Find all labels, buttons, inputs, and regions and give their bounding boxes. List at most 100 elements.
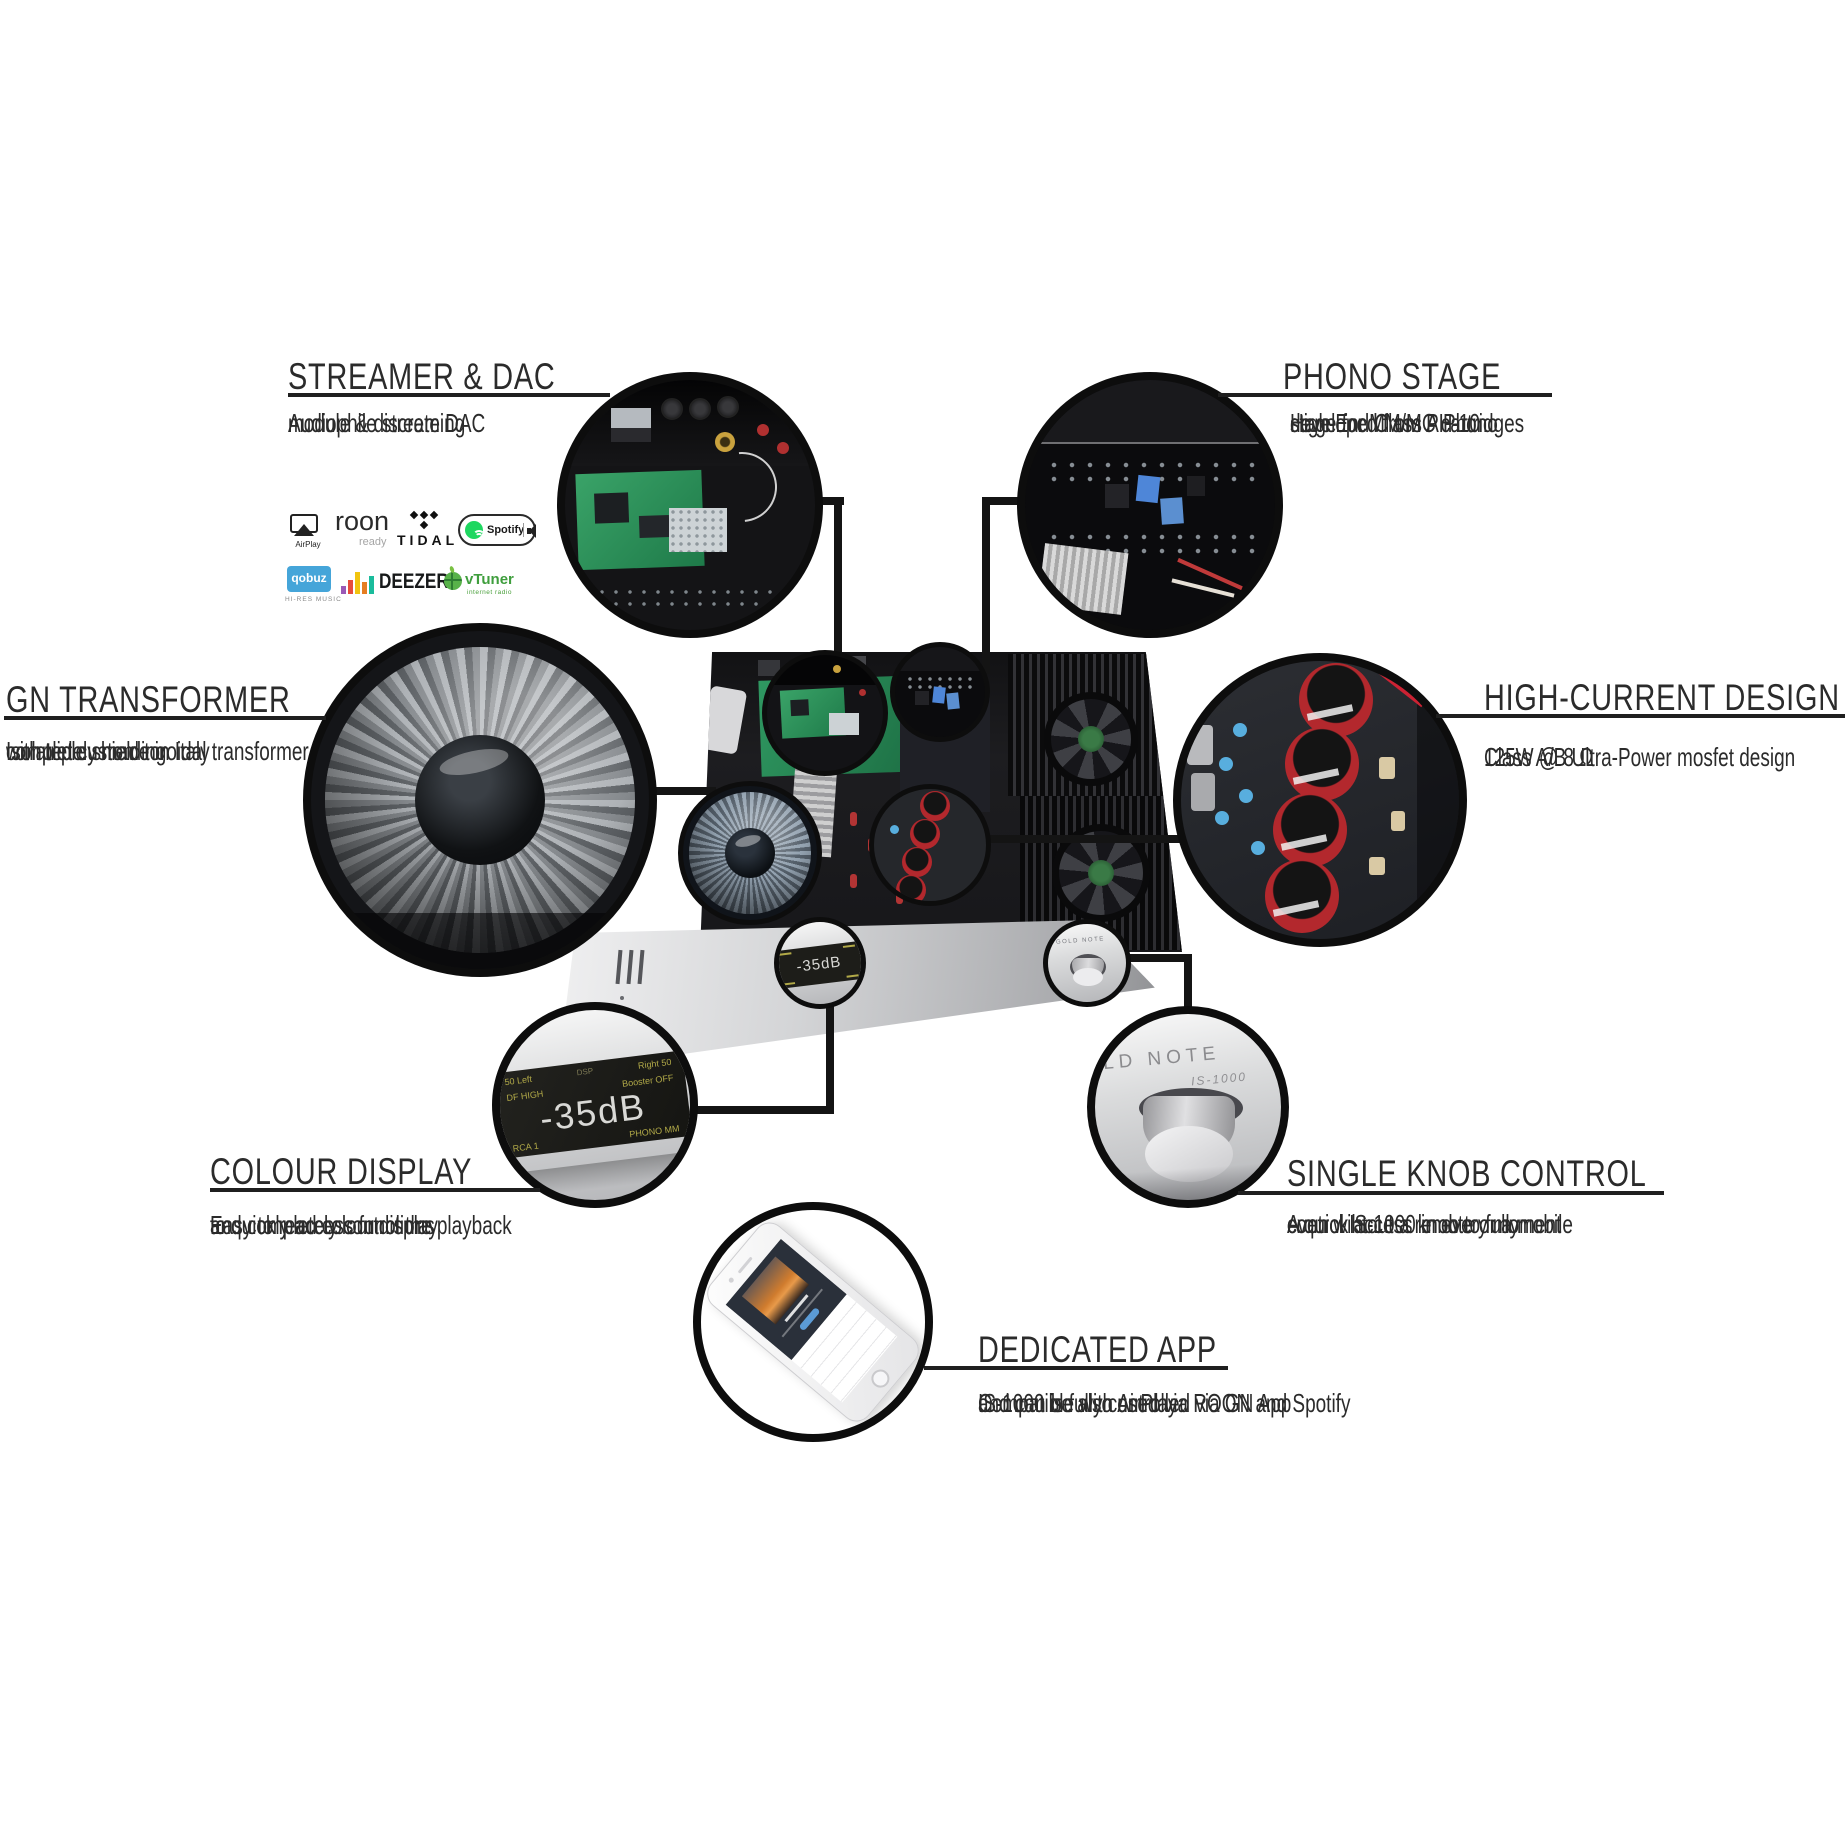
transformer-photo-circle	[303, 623, 657, 977]
phono-zoom-circle	[890, 642, 990, 742]
single-knob-title: SINGLE KNOB CONTROL	[1287, 1153, 1647, 1194]
solder-pads	[905, 675, 975, 689]
capacitor-red	[1299, 663, 1373, 737]
model-text: IS-1000	[1190, 1069, 1248, 1089]
display-photo-circle: 50 Left DSP Right 50 DF HIGH Booster OFF…	[492, 1002, 698, 1208]
ribbon-cable	[1037, 543, 1129, 615]
transformer-zoom-circle	[678, 781, 822, 925]
front-camera	[727, 1276, 735, 1284]
power-zoom-circle	[869, 784, 991, 906]
component	[1105, 484, 1129, 508]
rca-jack	[833, 665, 841, 673]
capacitor-red	[902, 847, 932, 877]
streamer-zoom-circle	[762, 650, 888, 776]
cooling-fan-icon	[1044, 692, 1138, 786]
qobuz-logo: qobuz HI-RES MUSIC	[285, 566, 341, 606]
spotify-icon	[465, 521, 485, 540]
connector-line	[818, 497, 844, 505]
balance-left: 50 Left	[503, 1073, 533, 1088]
connector-line	[1126, 954, 1192, 962]
dsp-label: DSP	[576, 1066, 594, 1078]
brand-text-partial: LD NOTE	[1102, 1042, 1222, 1075]
wifi-module	[669, 508, 727, 552]
output-jack	[689, 398, 711, 420]
capacitor	[850, 812, 857, 826]
phono-stage-title: PHONO STAGE	[1283, 356, 1502, 397]
output-jack	[661, 398, 683, 420]
knob-photo-circle: LD NOTE IS-1000	[1087, 1006, 1289, 1208]
rear-band	[895, 647, 985, 671]
board-shadow	[1417, 661, 1459, 939]
balance-right: Right 50	[637, 1056, 672, 1071]
cable	[700, 685, 748, 755]
chip	[638, 514, 670, 539]
capacitor	[859, 689, 866, 696]
title-underline	[1238, 1191, 1664, 1195]
display-microtext	[782, 974, 859, 986]
capacitor-red	[896, 875, 926, 901]
title-underline	[1436, 714, 1845, 718]
home-button	[867, 1365, 894, 1392]
capacitor-red	[910, 819, 940, 849]
capacitor-red	[1285, 727, 1359, 801]
capacitor	[850, 874, 857, 888]
airplay-label: AirPlay	[295, 540, 321, 549]
capacitor-red	[1265, 859, 1339, 933]
knob-face	[1073, 968, 1103, 986]
airplay-icon-triangle	[294, 524, 314, 536]
display-screen: -35dB	[779, 940, 861, 990]
roon-logo: roon ready	[335, 506, 391, 552]
speaker-icon-cone	[529, 524, 536, 538]
capacitor-blue	[932, 686, 946, 704]
capacitor-blue	[1239, 789, 1253, 803]
resistor	[1379, 757, 1395, 779]
connector-line	[1184, 954, 1192, 1012]
panel-edge-shadow	[1095, 1160, 1281, 1200]
wifi-module	[829, 713, 859, 735]
connector-line	[924, 1366, 1228, 1370]
capacitor-blue	[1215, 811, 1229, 825]
brand-text: GOLD NOTE	[1055, 936, 1105, 946]
connector-line	[982, 497, 1026, 505]
rear-panel	[1025, 380, 1275, 444]
vtuner-sub-label: internet radio	[467, 589, 512, 596]
tidal-icon	[409, 510, 419, 520]
capacitor-red	[777, 442, 789, 454]
resistor	[1391, 811, 1405, 831]
gn-transformer-title: GN TRANSFORMER	[6, 679, 291, 720]
streamer-dac-title: STREAMER & DAC	[288, 356, 556, 397]
connector-line	[654, 787, 716, 795]
title-underline	[4, 716, 326, 720]
rca-jack	[715, 432, 735, 452]
roon-ready-label: ready	[359, 536, 387, 548]
resistor	[1369, 857, 1385, 875]
capacitor-blue	[1160, 497, 1184, 525]
capacitor-red	[920, 791, 950, 821]
vtuner-label: vTuner	[465, 571, 514, 588]
spotify-icon-arc	[473, 530, 485, 540]
capacitor-blue	[1251, 841, 1265, 855]
volume-readout: -35dB	[795, 953, 843, 976]
highcurrent-photo-circle	[1173, 653, 1467, 947]
tidal-logo: TIDAL	[397, 510, 457, 552]
smartphone	[701, 1215, 925, 1429]
connector-line	[834, 497, 842, 655]
qobuz-label: qobuz	[291, 571, 327, 585]
toroid-center	[415, 735, 545, 865]
spotify-label: Spotify	[487, 524, 525, 536]
dedicated-app-title: DEDICATED APP	[978, 1329, 1217, 1370]
capacitor-blue	[1135, 474, 1161, 504]
colour-display-screen: 50 Left DSP Right 50 DF HIGH Booster OFF…	[500, 1050, 690, 1160]
title-underline	[210, 1188, 540, 1192]
title-underline	[1218, 393, 1552, 397]
connector-line	[696, 1106, 834, 1114]
deezer-logo: DEEZER	[341, 570, 451, 596]
capacitor-blue	[1219, 757, 1233, 771]
output-jack	[717, 396, 739, 418]
vtuner-logo: vTuner internet radio	[444, 565, 524, 604]
display-zoom-circle: -35dB	[774, 917, 866, 1009]
phono-photo-circle	[1017, 372, 1283, 638]
deezer-label: DEEZER	[379, 570, 449, 593]
connector-line	[988, 835, 1182, 843]
tidal-icon	[419, 510, 429, 520]
